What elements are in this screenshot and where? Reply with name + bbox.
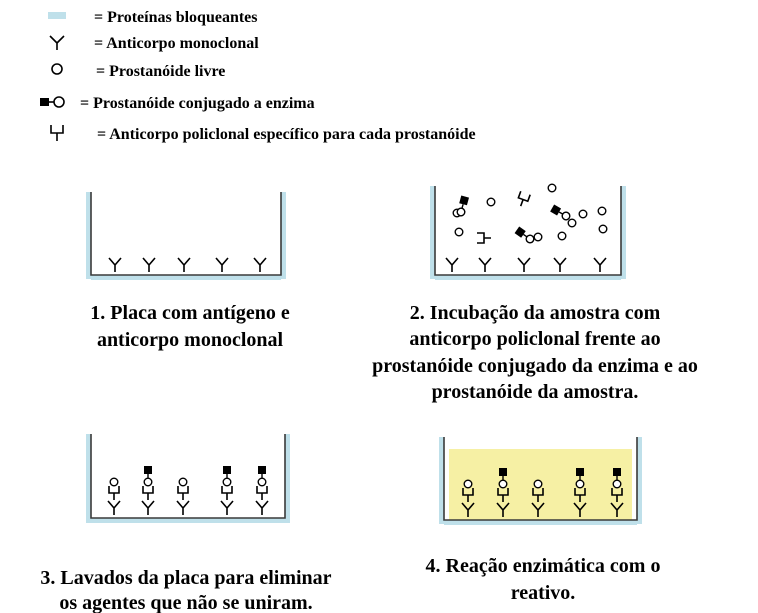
blocking-proteins-layer (430, 186, 435, 279)
well-wall (90, 192, 282, 276)
legend-label: = Anticorpo policlonal específico para c… (97, 126, 476, 143)
blocking-proteins-layer (86, 192, 91, 279)
caption-line: 3. Lavados da placa para eliminar (40, 567, 331, 589)
blocking-proteins-layer (86, 434, 91, 523)
free-prostanoid (452, 183, 608, 242)
free-prostanoid-icon (51, 63, 63, 75)
polyclonal-antibody-icon (50, 125, 64, 141)
monoclonal-antibody (108, 257, 267, 273)
caption-step-3: 3. Lavados da placa para eliminar os age… (40, 567, 331, 613)
caption-line: 2. Incubação da amostra com (410, 302, 661, 324)
enzyme-conjugated-prostanoid-icon (40, 96, 65, 108)
monoclonal-antibody (445, 257, 607, 273)
legend-item-polyclonal-antibody: = Anticorpo policlonal específico para c… (50, 125, 476, 143)
legend-label: = Prostanóide conjugado a enzima (80, 95, 315, 112)
well-3 (86, 434, 290, 523)
well-wall (434, 186, 622, 276)
legend-item-blocking-proteins: = Proteínas bloqueantes (48, 9, 258, 26)
monoclonal-antibody-icon (49, 35, 65, 50)
legend-item-enzyme-conjugated-prostanoid: = Prostanóide conjugado a enzima (40, 95, 315, 112)
legend: = Proteínas bloqueantes = Anticorpo mono… (40, 9, 476, 143)
blocking-proteins-layer (637, 437, 642, 524)
well-2 (430, 183, 626, 280)
caption-line: anticorpo monoclonal (97, 329, 284, 351)
caption-line: os agentes que não se uniram. (59, 592, 312, 613)
blocking-proteins-layer (281, 192, 286, 279)
blocking-proteins-layer (439, 437, 444, 524)
caption-step-2: 2. Incubação da amostra com anticorpo po… (372, 302, 698, 403)
legend-label: = Proteínas bloqueantes (94, 9, 258, 26)
legend-item-free-prostanoid: = Prostanóide livre (51, 63, 225, 80)
legend-label: = Anticorpo monoclonal (94, 35, 259, 52)
legend-item-monoclonal-antibody: = Anticorpo monoclonal (49, 35, 259, 52)
caption-line: reativo. (511, 582, 576, 604)
caption-step-4: 4. Reação enzimática com o reativo. (426, 555, 661, 604)
caption-line: 1. Placa com antígeno e (90, 302, 290, 324)
well-1 (86, 192, 286, 280)
well-4 (439, 437, 642, 525)
caption-line: 4. Reação enzimática com o (426, 555, 661, 577)
blocking-proteins-layer (444, 520, 637, 525)
blocking-proteins-layer (435, 275, 621, 280)
caption-step-1: 1. Placa com antígeno e anticorpo monocl… (90, 302, 290, 351)
blocking-proteins-layer (285, 434, 290, 523)
blocking-proteins-icon (48, 12, 66, 19)
caption-line: prostanóide conjugado da enzima e ao (372, 355, 698, 377)
caption-line: prostanóide da amostra. (432, 381, 639, 403)
blocking-proteins-layer (621, 186, 626, 279)
blocking-proteins-layer (91, 275, 281, 280)
caption-line: anticorpo policlonal frente ao (409, 328, 660, 350)
enzyme-conjugated-prostanoid (455, 194, 572, 246)
antibody-prostanoid-complex (108, 466, 268, 515)
legend-label: = Prostanóide livre (96, 63, 225, 80)
well-wall (443, 437, 638, 521)
well-wall (90, 434, 286, 519)
blocking-proteins-layer (91, 518, 285, 523)
